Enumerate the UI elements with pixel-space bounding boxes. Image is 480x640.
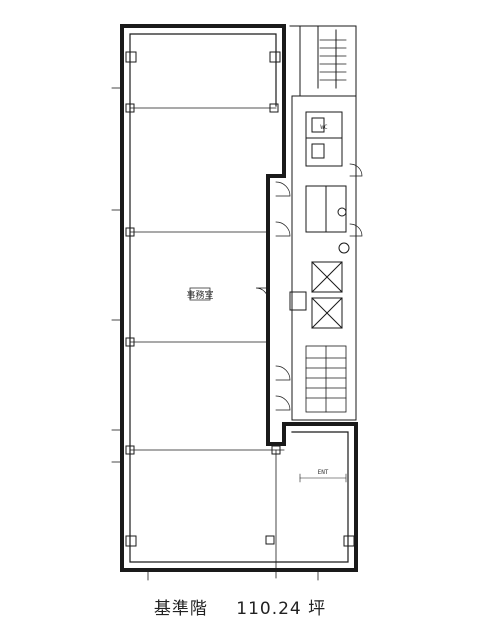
stair-top [319, 39, 347, 81]
stair-bottom [305, 345, 347, 413]
office-inner-wall [129, 33, 349, 563]
wc-block [305, 111, 350, 254]
floor-label: 基準階 [153, 599, 208, 619]
window-ticks [111, 87, 319, 581]
core-area [289, 25, 357, 421]
floor-area: 110.24 坪 [236, 599, 327, 619]
wc-label: WC [320, 124, 328, 131]
office-door-swing [255, 287, 269, 301]
corridor-door-swings [275, 163, 363, 411]
office-outer-wall [120, 24, 358, 572]
entrance-dimension [299, 473, 347, 483]
office-label-box [189, 287, 211, 301]
structural-columns [125, 51, 355, 547]
partition-lines [129, 107, 285, 579]
elevator-shafts [289, 261, 343, 329]
floor-plan: 事務室 WC ENT [111, 24, 363, 581]
floor-caption: 基準階 110.24 坪 [0, 594, 480, 619]
entrance-label: ENT [318, 469, 329, 476]
office-label: 事務室 [186, 289, 213, 301]
